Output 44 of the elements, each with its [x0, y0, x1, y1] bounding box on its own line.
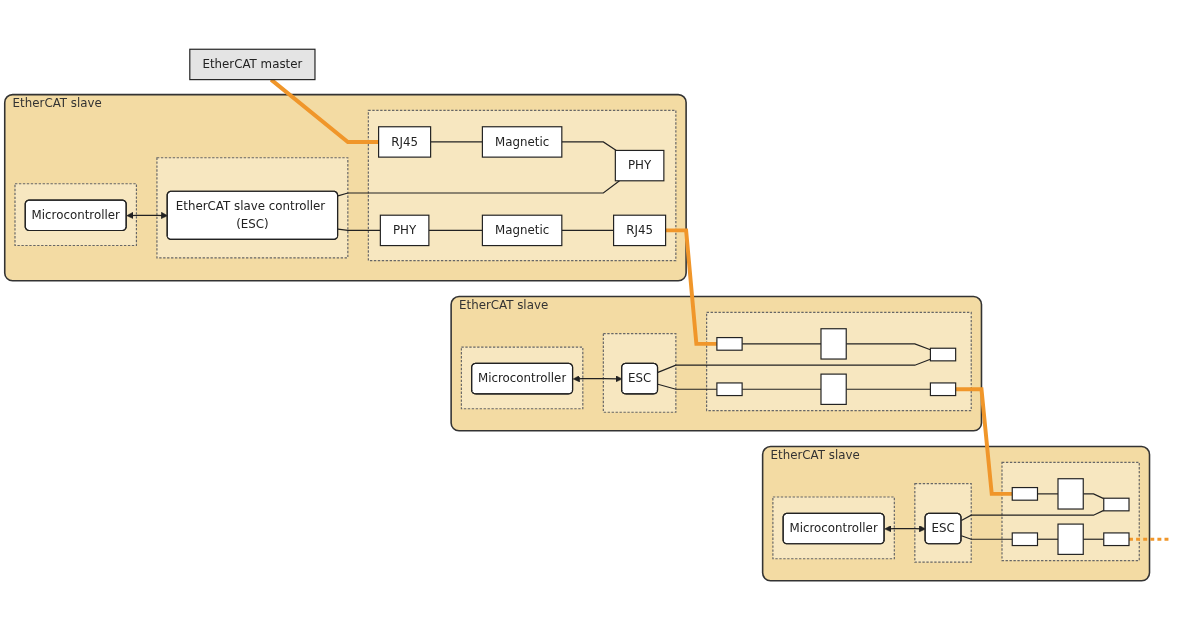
cluster: [772, 496, 895, 560]
arrow: [884, 525, 926, 533]
node-bar: [820, 328, 847, 360]
node-box: EtherCAT master: [189, 48, 316, 81]
cluster: [706, 311, 972, 412]
node-box: [1103, 532, 1130, 547]
cluster: [914, 483, 972, 563]
cluster: [1001, 461, 1140, 562]
cluster: [367, 109, 677, 262]
connector: [1036, 493, 1059, 495]
node-bar: [820, 373, 847, 405]
cluster: [602, 333, 677, 413]
node-bar: [1057, 478, 1084, 510]
connector: [1036, 538, 1059, 540]
connector: [430, 141, 483, 143]
node-box: [1011, 532, 1039, 547]
connector: [1129, 537, 1170, 541]
connector: [337, 180, 621, 197]
cluster: [460, 346, 584, 410]
node-box: [929, 347, 957, 362]
connector: [960, 535, 1013, 540]
connector: [337, 228, 381, 231]
node-box: RJ45: [378, 126, 432, 158]
node-box: [716, 337, 743, 351]
node-box: PHY: [379, 214, 430, 247]
node-box: [1011, 486, 1039, 501]
connector: [665, 228, 717, 346]
node-bar: [1057, 523, 1084, 555]
node-box: [929, 382, 957, 397]
connector: [657, 383, 718, 390]
cluster: [156, 157, 349, 259]
node-box: Magnetic: [481, 214, 563, 247]
connector: [561, 141, 617, 151]
connector: [428, 229, 483, 231]
arrow: [126, 211, 168, 219]
node-box: RJ45: [613, 214, 667, 247]
node-box: [1103, 497, 1130, 512]
connector: [269, 78, 379, 144]
connector: [657, 358, 931, 373]
connector: [955, 387, 1013, 496]
node-box: [716, 382, 743, 397]
node-box: PHY: [614, 149, 665, 182]
node-box: Magnetic: [481, 126, 563, 158]
connector: [960, 509, 1105, 522]
